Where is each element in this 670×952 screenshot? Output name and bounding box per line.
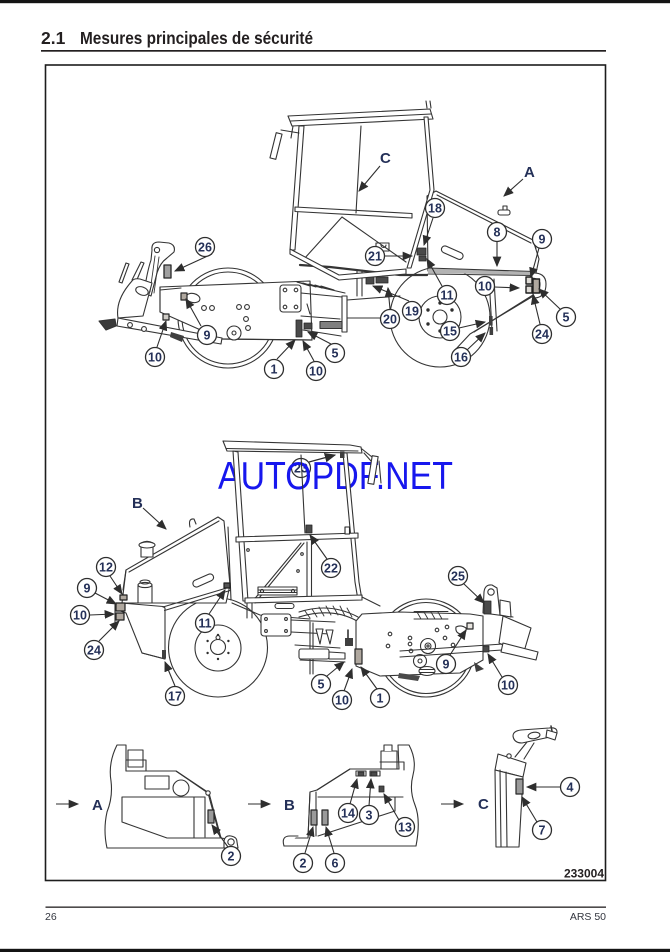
svg-text:24: 24 [535, 328, 549, 342]
svg-text:18: 18 [428, 202, 442, 216]
svg-text:10: 10 [478, 280, 492, 294]
svg-text:23: 23 [294, 462, 308, 476]
svg-text:2: 2 [300, 857, 307, 871]
svg-text:11: 11 [198, 617, 211, 631]
svg-text:15: 15 [443, 325, 457, 339]
svg-text:20: 20 [383, 313, 397, 327]
svg-text:7: 7 [539, 824, 546, 838]
svg-text:17: 17 [168, 690, 182, 704]
svg-text:AUTOPDF.NET: AUTOPDF.NET [218, 455, 453, 498]
svg-text:233004: 233004 [564, 867, 604, 881]
svg-text:9: 9 [539, 233, 546, 247]
svg-text:9: 9 [443, 658, 450, 672]
svg-text:10: 10 [309, 365, 323, 379]
svg-text:3: 3 [366, 809, 373, 823]
svg-text:26: 26 [45, 911, 57, 923]
svg-text:A: A [92, 797, 103, 814]
svg-text:ARS 50: ARS 50 [570, 911, 606, 923]
svg-text:5: 5 [563, 311, 570, 325]
svg-text:12: 12 [99, 561, 113, 575]
svg-text:14: 14 [341, 807, 355, 821]
svg-text:2.1: 2.1 [41, 28, 66, 48]
svg-text:C: C [380, 150, 391, 167]
svg-text:1: 1 [271, 363, 278, 377]
svg-text:16: 16 [454, 351, 468, 365]
svg-text:C: C [478, 796, 489, 813]
svg-text:24: 24 [87, 644, 101, 658]
svg-text:21: 21 [368, 250, 382, 264]
svg-text:22: 22 [324, 562, 338, 576]
svg-text:9: 9 [204, 329, 211, 343]
svg-text:Mesures principales de sécurit: Mesures principales de sécurité [80, 28, 313, 48]
svg-text:1: 1 [377, 692, 384, 706]
svg-text:5: 5 [332, 347, 339, 361]
svg-text:10: 10 [73, 609, 87, 623]
svg-text:10: 10 [148, 351, 162, 365]
svg-text:13: 13 [398, 821, 412, 835]
svg-text:B: B [284, 797, 295, 814]
svg-text:10: 10 [501, 679, 515, 693]
svg-text:5: 5 [318, 678, 325, 692]
svg-text:4: 4 [567, 781, 574, 795]
svg-text:10: 10 [335, 694, 349, 708]
svg-text:2: 2 [228, 850, 235, 864]
svg-text:19: 19 [405, 305, 419, 319]
svg-text:11: 11 [440, 289, 453, 303]
svg-text:6: 6 [332, 857, 339, 871]
svg-text:A: A [524, 164, 535, 181]
svg-text:26: 26 [198, 241, 212, 255]
svg-text:9: 9 [84, 582, 91, 596]
svg-text:25: 25 [451, 570, 465, 584]
svg-text:B: B [132, 495, 143, 512]
svg-text:8: 8 [494, 226, 501, 240]
